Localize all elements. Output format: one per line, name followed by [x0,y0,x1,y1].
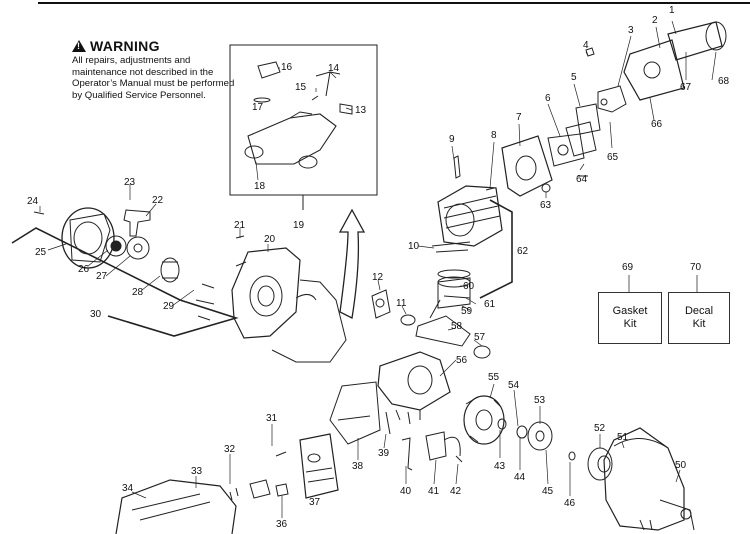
part-label-65: 65 [607,152,619,163]
part-label-61: 61 [484,299,496,310]
part-label-3: 3 [628,25,634,36]
warning-notice: ! WARNING All repairs, adjustments and m… [72,38,242,101]
part-label-7: 7 [516,112,522,123]
part-label-41: 41 [428,486,440,497]
part-label-1: 1 [669,5,675,16]
leader-lines [39,20,717,518]
part-label-30: 30 [90,309,102,320]
part-label-26: 26 [78,264,90,275]
part-label-20: 20 [264,234,276,245]
part-label-51: 51 [617,432,629,443]
part-label-68: 68 [718,76,730,87]
part-label-24: 24 [27,196,39,207]
group-bracket-30 [11,227,239,337]
warning-title: WARNING [90,38,160,54]
gasket-kit-line1: Gasket [612,305,648,317]
warning-body: All repairs, adjustments and maintenance… [72,55,235,101]
part-label-25: 25 [35,247,47,258]
part-label-13: 13 [355,105,367,116]
part-label-19: 19 [293,220,305,231]
recoil-starter-drawing [61,207,180,283]
part-label-42: 42 [450,486,462,497]
crankcase-drawing [377,351,451,425]
screws-drawing [33,211,247,321]
part-label-36: 36 [276,519,288,530]
decal-kit-line2: Kit [692,318,706,330]
crankcase-cover-drawing [231,247,347,363]
warning-heading: ! WARNING [72,38,242,54]
part-label-59: 59 [461,306,473,317]
part-label-34: 34 [122,483,134,494]
part-label-60: 60 [463,281,475,292]
part-label-57: 57 [474,332,486,343]
part-label-56: 56 [456,355,468,366]
gasket-kit-line2: Kit [623,318,637,330]
group-bracket-62 [479,199,513,299]
part-label-55: 55 [488,372,500,383]
part-label-16: 16 [281,62,293,73]
decal-kit-line1: Decal [684,305,714,317]
part-label-63: 63 [540,200,552,211]
part-label-53: 53 [534,395,546,406]
part-label-29: 29 [163,301,175,312]
fan-housing-drawing [587,427,695,531]
part-label-8: 8 [491,130,497,141]
part-label-58: 58 [451,321,463,332]
part-label-67: 67 [680,82,692,93]
part-label-52: 52 [594,423,606,434]
part-label-10: 10 [408,241,420,252]
part-label-45: 45 [542,486,554,497]
part-label-37: 37 [309,497,321,508]
part-label-38: 38 [352,461,364,472]
part-label-54: 54 [508,380,520,391]
part-label-18: 18 [254,181,266,192]
part-label-4: 4 [583,40,589,51]
part-label-39: 39 [378,448,390,459]
heat-shield-drawing [329,381,463,471]
decal-kit-box: Decal Kit [668,292,730,344]
part-label-27: 27 [96,271,108,282]
part-label-21: 21 [234,220,246,231]
part-label-66: 66 [651,119,663,130]
part-label-62: 62 [517,246,529,257]
part-label-33: 33 [191,466,203,477]
part-label-9: 9 [449,134,455,145]
part-label-11: 11 [396,298,407,309]
part-label-15: 15 [295,82,307,93]
curved-arrow [338,208,366,319]
part-label-31: 31 [266,413,278,424]
part-label-64: 64 [576,174,588,185]
part-label-44: 44 [514,472,526,483]
part-label-32: 32 [224,444,236,455]
part-label-6: 6 [545,93,551,104]
air-filter-carburetor-drawing [541,21,727,193]
gasket-kit-box: Gasket Kit [598,292,662,344]
gasket-kit-ref: 69 [622,262,634,273]
part-label-22: 22 [152,195,164,206]
part-label-23: 23 [124,177,136,188]
part-label-14: 14 [328,63,340,74]
part-label-12: 12 [372,272,384,283]
part-label-46: 46 [564,498,576,509]
cylinder-drawing [437,135,553,247]
part-label-40: 40 [400,486,412,497]
part-label-28: 28 [132,287,144,298]
part-label-50: 50 [675,460,687,471]
part-label-43: 43 [494,461,506,472]
part-label-5: 5 [571,72,577,83]
part-label-17: 17 [252,102,264,113]
decal-kit-ref: 70 [690,262,702,273]
piston-crankshaft-drawing [371,241,491,359]
top-rule [38,2,750,4]
engine-shroud-drawing [115,433,339,534]
part-label-2: 2 [652,15,658,26]
warning-triangle-icon: ! [72,40,86,52]
